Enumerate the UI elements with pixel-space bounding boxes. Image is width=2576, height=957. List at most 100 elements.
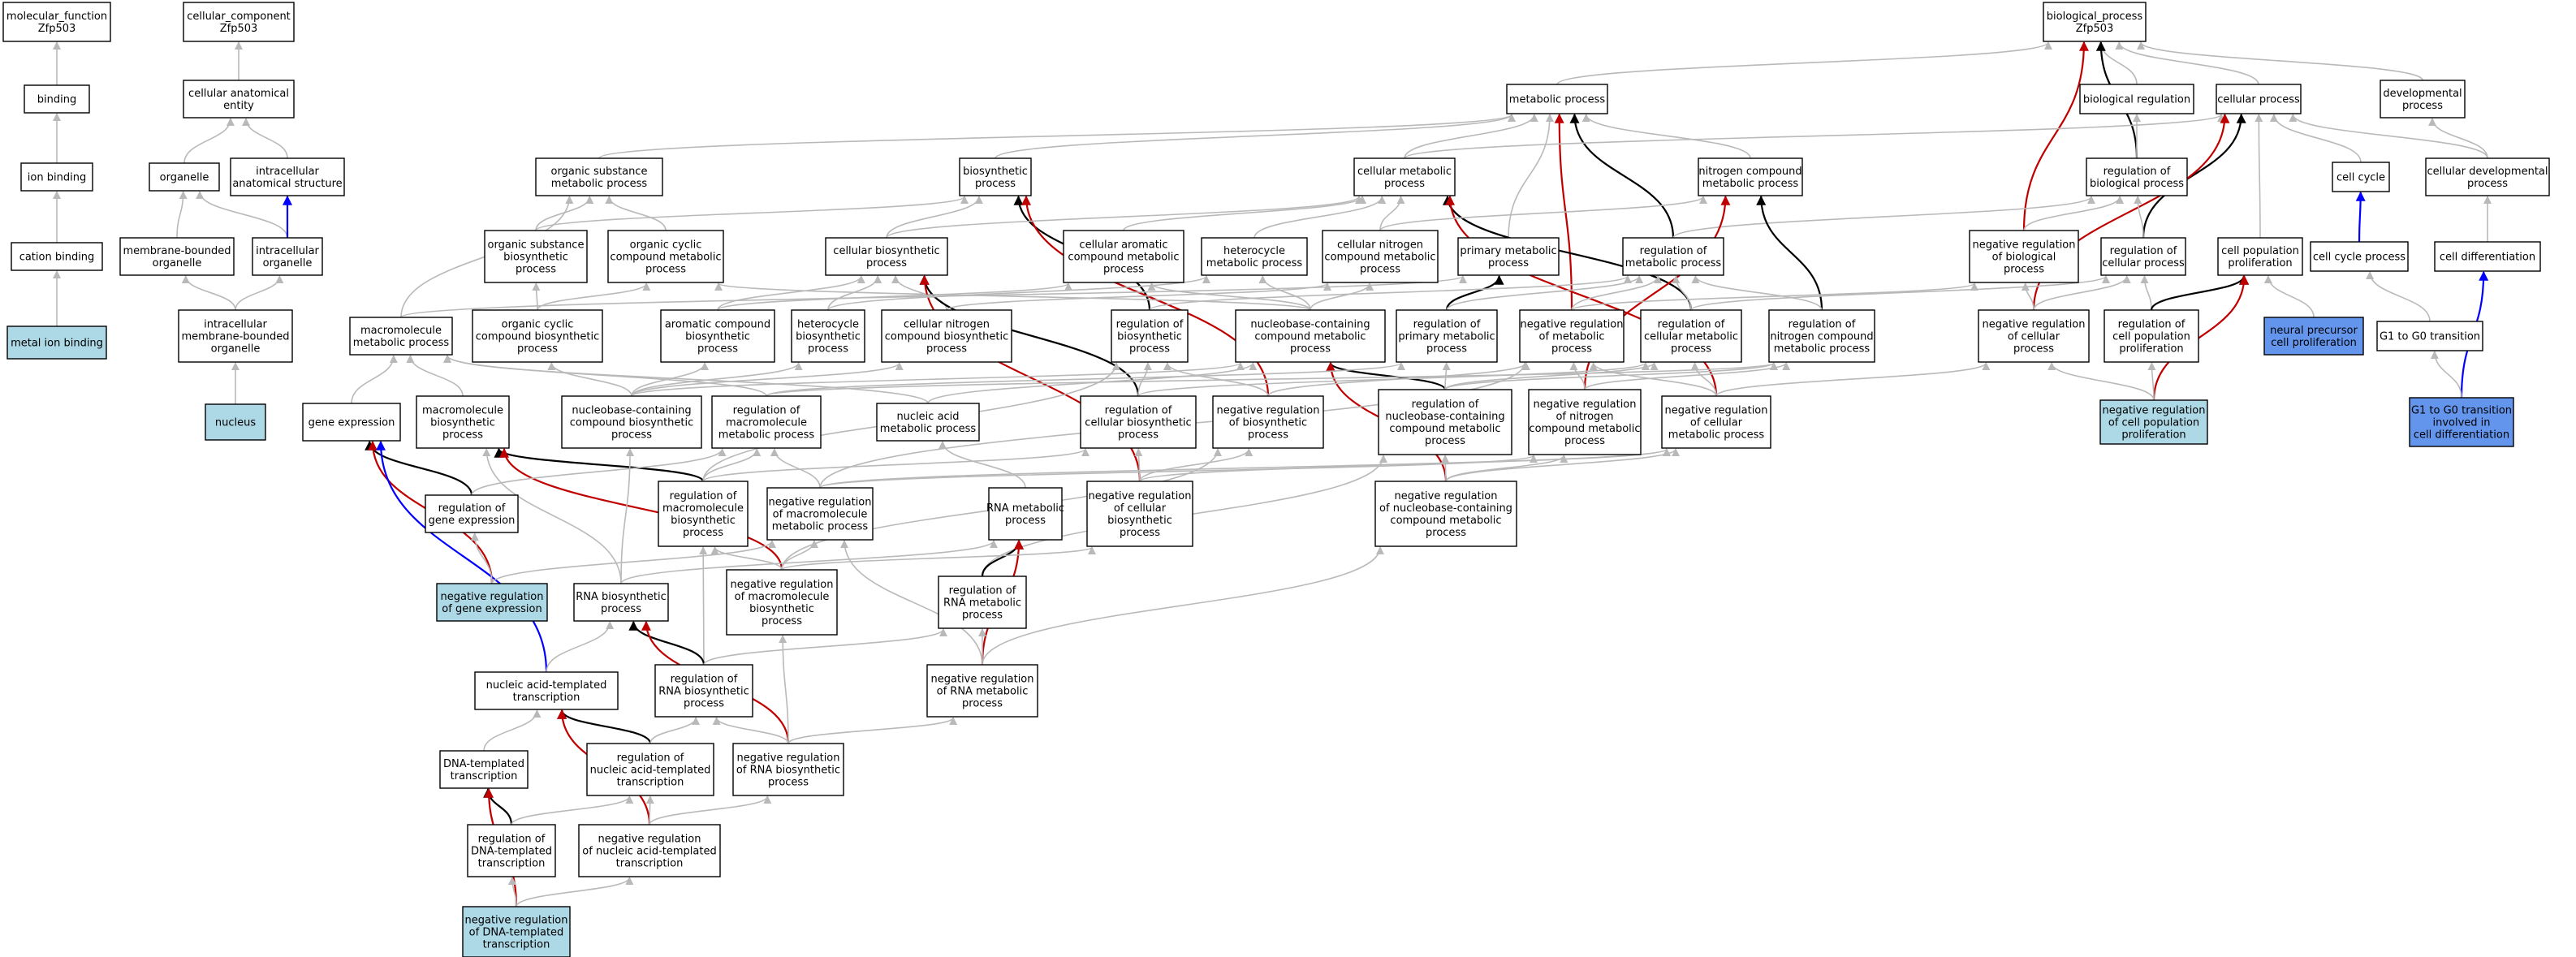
node-box — [1111, 309, 1189, 363]
node-nucleus[interactable]: nucleus — [205, 403, 266, 441]
node-cellular-process[interactable]: cellular process — [2216, 84, 2302, 114]
node-label-line: process — [684, 698, 724, 710]
node-binding[interactable]: binding — [24, 84, 90, 114]
node-label-line: negative regulation — [1394, 490, 1497, 502]
edge-n63-to-n49 — [2047, 362, 2155, 401]
node-regulation-of-nucleobase-containing-compound-metabolic-process[interactable]: regulation ofnucleobase-containingcompou… — [1378, 389, 1512, 455]
node-label-line: cell cycle — [2337, 172, 2385, 184]
node-cell-differentiation[interactable]: cell differentiation — [2434, 241, 2541, 272]
node-metabolic-process[interactable]: metabolic process — [1506, 84, 1608, 114]
node-box — [881, 309, 1012, 363]
node-label-line: organic substance — [551, 166, 648, 178]
node-box — [2086, 157, 2188, 196]
node-cell-cycle-process[interactable]: cell cycle process — [2310, 241, 2409, 272]
node-g1-to-g0-transition[interactable]: G1 to G0 transition — [2376, 321, 2483, 351]
node-cell-cycle[interactable]: cell cycle — [2332, 162, 2390, 192]
node-label-line: biosynthetic — [671, 515, 736, 527]
node-gene-expression[interactable]: gene expression — [302, 403, 401, 442]
node-box — [578, 824, 721, 877]
node-box — [302, 403, 401, 442]
node-box — [2409, 397, 2514, 447]
node-regulation-of-macromolecule-biosynthetic-process[interactable]: regulation ofmacromoleculebiosyntheticpr… — [658, 481, 749, 547]
node-label-line: transcription — [483, 939, 550, 951]
edge-n40-to-n28 — [717, 282, 1072, 311]
node-label-line: of nitrogen — [1556, 411, 1613, 423]
node-ion-binding[interactable]: ion binding — [20, 162, 93, 192]
node-biological-regulation[interactable]: biological regulation — [2079, 84, 2194, 114]
node-cation-binding[interactable]: cation binding — [11, 242, 103, 271]
node-metal-ion-binding[interactable]: metal ion binding — [6, 325, 107, 360]
node-box — [1353, 157, 1456, 196]
node-organelle[interactable]: organelle — [149, 162, 220, 192]
